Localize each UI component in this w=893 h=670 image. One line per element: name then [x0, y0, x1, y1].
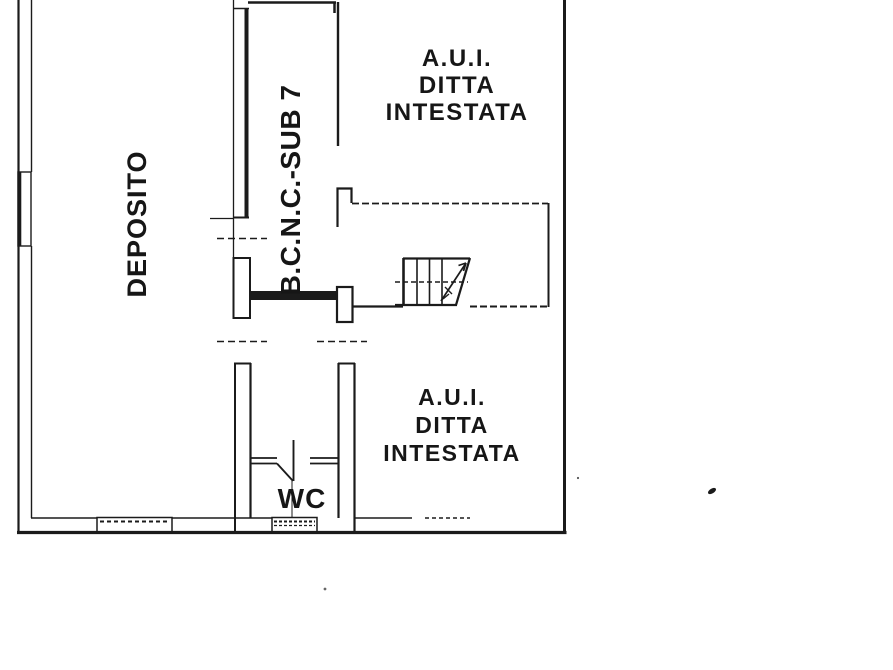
room-label-corridor-sub7: B.C.N.C.-SUB 7 — [275, 84, 306, 296]
wall-centre — [232, 257, 403, 324]
staircase — [395, 257, 472, 307]
stair-hall — [352, 202, 550, 308]
wall-corridor — [210, 0, 336, 258]
room-label-unit-bottom: A.U.I. DITTA INTESTATA — [383, 384, 521, 466]
window-wc — [271, 516, 318, 534]
window-left-wall — [17, 171, 32, 247]
opening-dashed-lines — [217, 237, 367, 343]
room-label-unit-top: A.U.I. DITTA INTESTATA — [385, 45, 529, 126]
window-bottom-left — [96, 516, 173, 534]
wc-door — [276, 440, 295, 517]
scan-specks — [323, 476, 717, 591]
stair-direction-arrow — [440, 262, 467, 302]
room-label-wc: WC — [277, 483, 327, 514]
wall-bottom — [17, 516, 567, 535]
wall-wc — [234, 362, 356, 532]
wall-left — [17, 0, 33, 533]
wall-unit-top-left — [336, 2, 353, 227]
room-label-deposito: DEPOSITO — [122, 150, 152, 298]
